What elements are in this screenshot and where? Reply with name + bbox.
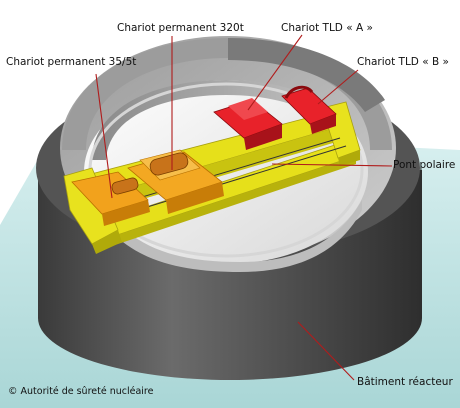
leader-lines (95, 34, 393, 381)
leader-chariot-a (247, 34, 303, 111)
label-chariot-320: Chariot permanent 320t (117, 22, 244, 34)
leader-chariot-35 (95, 73, 113, 199)
interior-rim-shadow (96, 200, 362, 272)
leader-chariot-b (317, 69, 359, 105)
trolley-320t (127, 149, 224, 214)
label-batiment-reacteur: Bâtiment réacteur (357, 376, 453, 388)
trolley-tld-b (281, 85, 337, 134)
trolley-tld-a (213, 98, 283, 150)
leader-pont-polaire (271, 163, 393, 167)
copyright-notice: © Autorité de sûreté nucléaire (8, 386, 154, 397)
label-chariot-a: Chariot TLD « A » (281, 22, 373, 34)
label-chariot-35: Chariot permanent 35/5t (6, 56, 137, 68)
label-pont-polaire: Pont polaire (393, 159, 456, 171)
label-chariot-b: Chariot TLD « B » (357, 56, 449, 68)
leader-batiment (297, 321, 355, 381)
trolley-35-5t (71, 171, 150, 226)
upper-wall-shade (228, 38, 385, 112)
